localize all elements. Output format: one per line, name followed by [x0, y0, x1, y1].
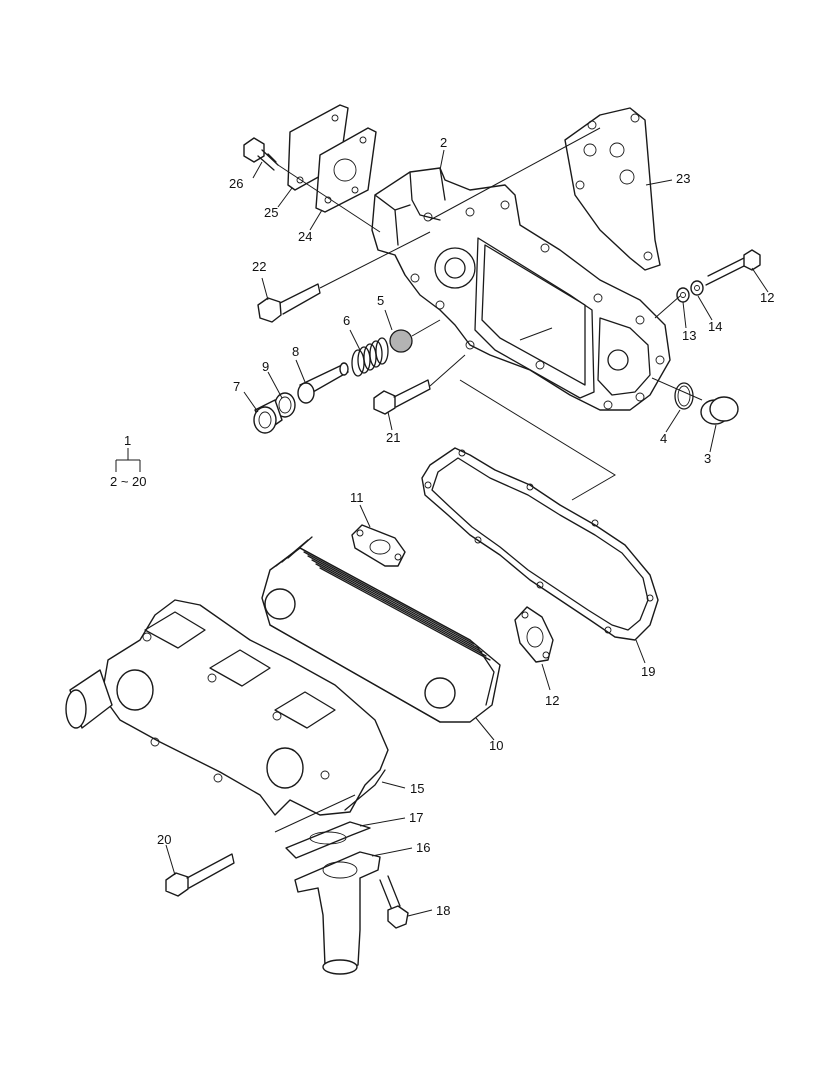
- bolt-12-upper: [705, 249, 761, 286]
- assembly-line-housing: [519, 327, 553, 341]
- callout-7: 7: [233, 379, 240, 394]
- callout-5: 5: [377, 293, 384, 308]
- flange-pipe-16: [294, 851, 381, 975]
- callout-12-lower: 12: [545, 693, 559, 708]
- gasket-23: [564, 107, 661, 271]
- callout-9: 9: [262, 359, 269, 374]
- callout-1-range: 2 ~ 20: [110, 474, 147, 489]
- o-ring-4: [674, 382, 694, 410]
- leader-lines: [115, 149, 769, 917]
- callout-14: 14: [708, 319, 722, 334]
- assembly-line-19: [459, 379, 616, 501]
- callout-24: 24: [298, 229, 312, 244]
- cooler-cover-15: [65, 599, 389, 816]
- callout-11: 11: [350, 490, 364, 505]
- callout-25: 25: [264, 205, 278, 220]
- callout-6: 6: [343, 313, 350, 328]
- callout-18: 18: [436, 903, 450, 918]
- callout-12-upper: 12: [760, 290, 774, 305]
- assembly-line-22: [319, 231, 431, 289]
- callout-16: 16: [416, 840, 430, 855]
- callout-19: 19: [641, 664, 655, 679]
- gasket-17: [285, 821, 371, 859]
- callout-10: 10: [489, 738, 503, 753]
- cooler-core-10: [261, 536, 501, 723]
- callout-2: 2: [440, 135, 447, 150]
- washer-13: [676, 287, 690, 303]
- callout-labels: 2 26 25 24 23 22 5 6 8 9 7 21 12 13 14 4…: [110, 135, 774, 918]
- callout-23: 23: [676, 171, 690, 186]
- callout-4: 4: [660, 431, 667, 446]
- oil-cooler-housing-2: [371, 167, 671, 411]
- assembly-line-5: [411, 319, 441, 337]
- bolt-21: [373, 379, 431, 415]
- plug-3: [700, 396, 739, 425]
- assembly-line-26: [277, 164, 381, 233]
- assembly-line-21: [429, 354, 466, 387]
- callout-20: 20: [157, 832, 171, 847]
- callout-13: 13: [682, 328, 696, 343]
- callout-21: 21: [386, 430, 400, 445]
- plug-7: [253, 399, 283, 434]
- assembly-line-3: [651, 377, 703, 401]
- callout-22: 22: [252, 259, 266, 274]
- gasket-11: [351, 524, 406, 567]
- assembly-line-12: [654, 295, 681, 319]
- assembly-line-23: [429, 127, 601, 221]
- callout-15: 15: [410, 781, 424, 796]
- gasket-24: [315, 127, 377, 213]
- plunger-8: [297, 362, 349, 404]
- callout-8: 8: [292, 344, 299, 359]
- callout-3: 3: [704, 451, 711, 466]
- bolt-20: [165, 853, 235, 897]
- bolt-26: [243, 137, 279, 171]
- callout-1: 1: [124, 433, 131, 448]
- gasket-19: [421, 447, 659, 641]
- assembly-line-20: [274, 794, 356, 833]
- washer-14: [690, 280, 704, 296]
- callout-17: 17: [409, 810, 423, 825]
- gasket-12: [514, 606, 554, 663]
- bolt-18: [379, 875, 409, 929]
- ball-5: [389, 329, 413, 353]
- spring-6: [351, 337, 389, 377]
- callout-26: 26: [229, 176, 243, 191]
- bolt-22: [257, 283, 321, 323]
